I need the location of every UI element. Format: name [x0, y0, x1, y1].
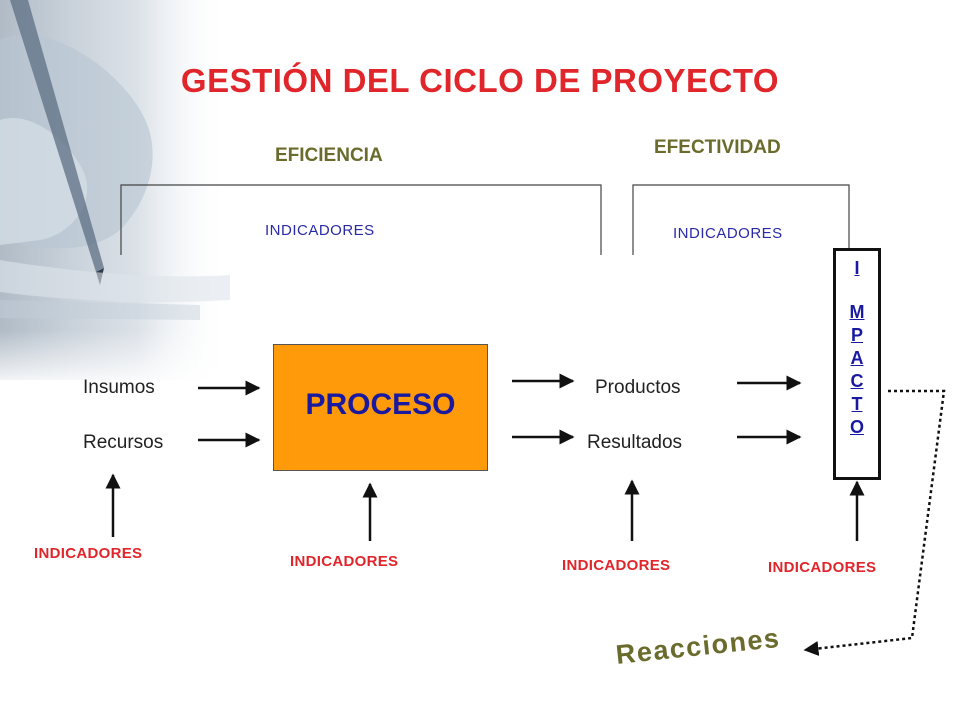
diagram-title: GESTIÓN DEL CICLO DE PROYECTO [180, 62, 780, 99]
productos-indicadores: INDICADORES [562, 557, 671, 574]
efectividad-bracket [632, 184, 850, 255]
impacto-indicadores: INDICADORES [768, 559, 877, 576]
insumos-label: Insumos [83, 377, 155, 398]
impacto-box [833, 248, 881, 480]
impacto-letter: P [850, 325, 863, 345]
proceso-label: PROCESO [305, 388, 456, 421]
proceso-box [273, 344, 488, 471]
efectividad-indicadores: INDICADORES [673, 225, 783, 242]
eficiencia-bracket [120, 184, 602, 255]
impacto-letter: M [849, 302, 865, 322]
eficiencia-indicadores: INDICADORES [265, 222, 375, 239]
impacto-letter: T [851, 394, 863, 414]
proceso-indicadores: INDICADORES [290, 553, 399, 570]
impacto-letter: I [854, 258, 860, 278]
recursos-label: Recursos [83, 432, 164, 453]
efectividad-label: EFECTIVIDAD [654, 137, 781, 158]
feedback-dotted-line [803, 389, 946, 656]
impacto-letter: A [850, 348, 864, 368]
resultados-label: Resultados [587, 432, 683, 453]
impacto-letter: O [849, 417, 864, 437]
productos-label: Productos [595, 377, 681, 398]
eficiencia-label: EFICIENCIA [275, 145, 383, 166]
impacto-letter: C [850, 371, 864, 391]
insumos-indicadores: INDICADORES [34, 545, 143, 562]
